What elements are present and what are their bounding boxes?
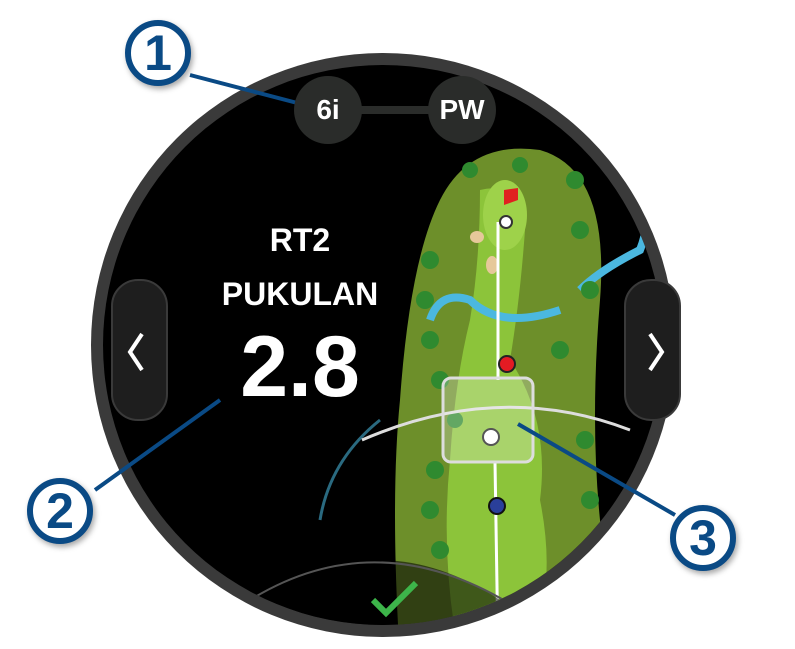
next-button[interactable] bbox=[624, 279, 681, 421]
callout-3: 3 bbox=[670, 505, 736, 571]
target-marker-blue bbox=[488, 497, 506, 515]
callout-lines bbox=[93, 73, 677, 517]
course-map[interactable] bbox=[249, 147, 651, 649]
stat-label-1: RT2 bbox=[269, 222, 331, 258]
trees bbox=[416, 157, 599, 559]
distance-arc bbox=[361, 405, 631, 442]
club-pw[interactable]: PW bbox=[428, 76, 496, 144]
stat-value: 2.8 bbox=[240, 319, 360, 415]
chevron-right-icon bbox=[648, 332, 665, 372]
callout-2: 2 bbox=[27, 478, 93, 544]
club-6i[interactable]: 6i bbox=[294, 76, 362, 144]
targeting-box[interactable] bbox=[441, 376, 535, 464]
callout-1: 1 bbox=[125, 20, 191, 86]
stat-label-2: PUKULAN bbox=[221, 276, 379, 312]
aim-point[interactable] bbox=[482, 428, 500, 446]
checkmark-icon[interactable] bbox=[370, 580, 419, 618]
chevron-left-icon bbox=[127, 332, 144, 372]
flag-icon bbox=[504, 188, 518, 205]
prev-button[interactable] bbox=[111, 279, 168, 421]
target-marker-red bbox=[498, 355, 516, 373]
